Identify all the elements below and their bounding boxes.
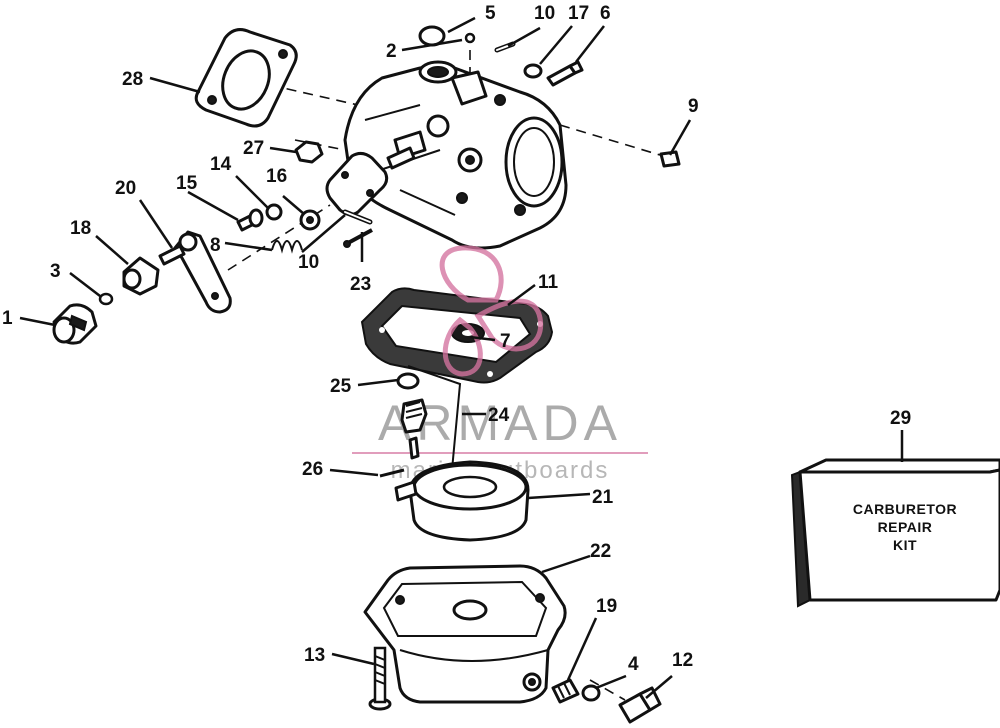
welch-plug	[418, 25, 446, 47]
watermark-divider	[352, 452, 648, 454]
drain-plug	[618, 686, 662, 724]
screw-23	[343, 228, 373, 248]
callout-21: 21	[592, 487, 614, 508]
callout-19: 19	[596, 596, 617, 617]
callout-7: 7	[500, 331, 511, 352]
callout-29: 29	[890, 408, 911, 429]
callout-20: 20	[115, 178, 136, 199]
callout-8: 8	[210, 235, 221, 256]
washer-14	[265, 203, 283, 221]
bowl-screw	[368, 646, 392, 711]
main-jet	[551, 678, 580, 704]
callout-17: 17	[568, 3, 589, 24]
callout-13: 13	[304, 645, 325, 666]
kit-label-line3: KIT	[893, 537, 917, 553]
callout-12: 12	[672, 650, 693, 671]
check-ball	[464, 32, 476, 44]
throttle-lever	[158, 230, 232, 314]
needle-valve	[546, 60, 584, 87]
float-bowl	[363, 564, 567, 704]
spring-8	[271, 240, 303, 254]
carburetor-body	[343, 60, 568, 250]
callout-2: 2	[386, 41, 397, 62]
callout-10-lower: 10	[298, 252, 319, 273]
callout-22: 22	[590, 541, 611, 562]
callout-10-top: 10	[534, 3, 555, 24]
washer-25	[396, 372, 420, 390]
callout-23: 23	[350, 274, 371, 295]
flange-gasket	[194, 28, 298, 128]
callout-24: 24	[488, 405, 510, 426]
callout-18: 18	[70, 218, 91, 239]
needle-and-seat	[400, 365, 462, 495]
float	[394, 460, 530, 542]
washer	[523, 63, 543, 79]
callout-5: 5	[485, 3, 496, 24]
pin-lower	[342, 209, 373, 225]
repair-kit-box: CARBURETOR REPAIR KIT	[790, 458, 1000, 608]
propeller-logo-icon	[439, 245, 544, 377]
lock-washer-16	[299, 209, 321, 231]
callout-14: 14	[210, 154, 232, 175]
nut	[294, 140, 324, 164]
callout-6: 6	[600, 3, 611, 24]
choke-knob	[52, 303, 98, 345]
callout-9: 9	[688, 96, 699, 117]
callout-11: 11	[538, 272, 559, 293]
o-ring	[98, 292, 114, 306]
kit-label-line1: CARBURETOR	[853, 501, 957, 517]
kit-label-line2: REPAIR	[878, 519, 933, 535]
callout-numbers: 1 2 3 4 5 6 7 8 9 10 10 11 12 13 14 15 1…	[2, 3, 911, 675]
callout-15: 15	[176, 173, 198, 194]
callout-4: 4	[628, 654, 639, 675]
callout-1: 1	[2, 308, 13, 329]
callout-25: 25	[330, 376, 352, 397]
throttle-plate	[325, 146, 416, 217]
leader-lines	[19, 16, 904, 699]
callout-26: 26	[302, 459, 323, 480]
screw-15	[236, 208, 264, 232]
gasket-4	[581, 684, 601, 702]
float-pin	[379, 468, 405, 478]
callout-3: 3	[50, 261, 61, 282]
callout-16: 16	[266, 166, 287, 187]
callout-27: 27	[243, 138, 264, 159]
callout-28: 28	[122, 69, 143, 90]
bushing	[122, 256, 160, 296]
